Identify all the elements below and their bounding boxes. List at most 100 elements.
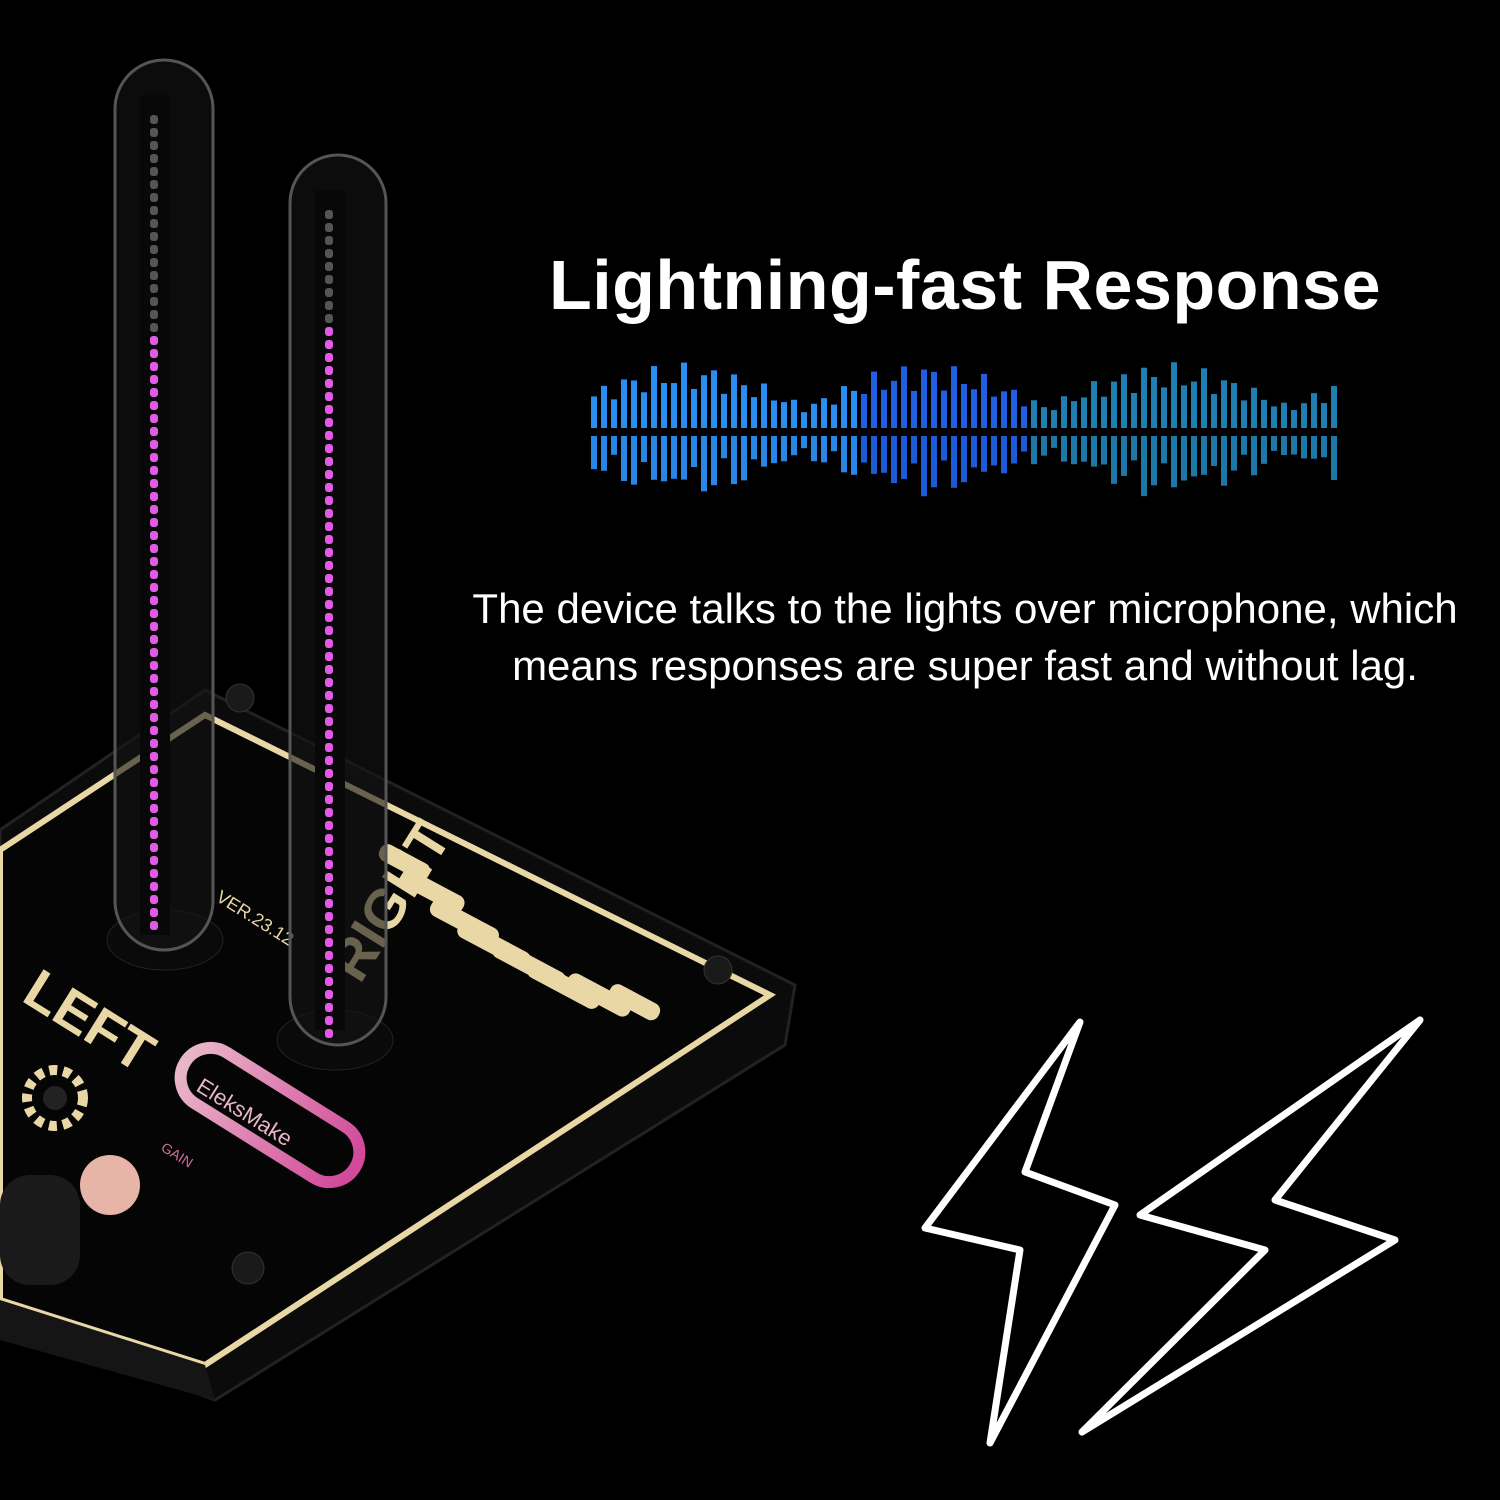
led-segment (150, 869, 158, 878)
waveform-bar (1221, 436, 1227, 486)
led-segment (325, 964, 333, 973)
speaker-grille (378, 844, 661, 1021)
led-segment (325, 704, 333, 713)
waveform-bar (1041, 436, 1047, 456)
waveform-bar (1071, 436, 1077, 465)
led-segment (325, 717, 333, 726)
led-segment (150, 440, 158, 449)
waveform-bar (1241, 436, 1247, 455)
waveform-bar (1121, 374, 1127, 428)
waveform-bar (1151, 376, 1157, 428)
waveform-bar (1111, 381, 1117, 428)
waveform-bar (1101, 436, 1107, 465)
waveform-bar (1161, 387, 1167, 428)
waveform-bar (811, 436, 817, 462)
led-segment (150, 167, 158, 176)
description-text: The device talks to the lights over micr… (472, 585, 1458, 689)
led-segment (325, 912, 333, 921)
led-segment (150, 180, 158, 189)
waveform-bar (1241, 400, 1247, 428)
waveform-bar (771, 436, 777, 464)
lightning-bolts (921, 1016, 1424, 1447)
waveform-bar (821, 398, 827, 428)
waveform-bar (1141, 367, 1147, 428)
led-segment (150, 674, 158, 683)
waveform-bar (661, 383, 667, 428)
left-light-tube (106, 58, 224, 971)
led-segment (150, 830, 158, 839)
waveform-bar (1311, 436, 1317, 459)
right-light-tube (276, 153, 394, 1071)
waveform-bar (761, 436, 767, 467)
waveform-bar (1011, 436, 1017, 464)
led-segment (150, 466, 158, 475)
led-segment (150, 206, 158, 215)
waveform-bar (1161, 436, 1167, 464)
led-segment (150, 635, 158, 644)
led-segment (150, 843, 158, 852)
led-segment (150, 687, 158, 696)
waveform-bar (791, 436, 797, 456)
waveform-bar (1271, 406, 1277, 428)
led-segment (325, 366, 333, 375)
led-segment (150, 596, 158, 605)
waveform-bar (661, 436, 667, 482)
waveform-bar (1251, 436, 1257, 476)
waveform-bar (881, 436, 887, 473)
led-segment (325, 223, 333, 232)
waveform-bar (741, 436, 747, 481)
waveform-bar (1201, 368, 1207, 428)
waveform-bar (1091, 381, 1097, 428)
led-segment (150, 297, 158, 306)
led-segment (325, 782, 333, 791)
waveform-bar (701, 436, 707, 492)
waveform-bar (1321, 436, 1327, 458)
led-segment (325, 457, 333, 466)
waveform-bar (1281, 436, 1287, 456)
led-segment (325, 691, 333, 700)
waveform-bar (691, 388, 697, 428)
led-segment (150, 882, 158, 891)
waveform-bar (901, 366, 907, 428)
waveform-bar (621, 379, 627, 428)
waveform-bar (831, 404, 837, 428)
led-segment (150, 427, 158, 436)
led-segment (150, 648, 158, 657)
waveform-bar (871, 371, 877, 428)
waveform-bar (1281, 402, 1287, 428)
led-segment (325, 743, 333, 752)
waveform-bar (701, 375, 707, 428)
led-segment (150, 154, 158, 163)
waveform-bar (731, 374, 737, 428)
led-segment (150, 661, 158, 670)
led-segment (150, 479, 158, 488)
waveform-bar (681, 436, 687, 480)
led-segment (325, 275, 333, 284)
waveform-bar (1101, 396, 1107, 428)
led-segment (325, 431, 333, 440)
led-segment (150, 752, 158, 761)
led-segment (325, 652, 333, 661)
waveform-bar (711, 436, 717, 486)
waveform-bar (751, 436, 757, 460)
waveform-bar (1331, 436, 1337, 480)
led-segment (150, 258, 158, 267)
led-segment (325, 418, 333, 427)
led-segment (325, 392, 333, 401)
led-segment (325, 353, 333, 362)
waveform-bar (1081, 436, 1087, 462)
led-segment (325, 470, 333, 479)
waveform-bar (1001, 436, 1007, 474)
led-segment (150, 388, 158, 397)
led-segment (150, 583, 158, 592)
led-segment (150, 791, 158, 800)
waveform-bar (1251, 387, 1257, 428)
headline: Lightning-fast Response (548, 246, 1382, 324)
waveform-bar (681, 362, 687, 428)
waveform-bar (851, 390, 857, 428)
waveform-bar (641, 436, 647, 463)
led-segment (325, 314, 333, 323)
waveform-bar (881, 389, 887, 428)
waveform-bar (941, 436, 947, 461)
led-segment (150, 128, 158, 137)
